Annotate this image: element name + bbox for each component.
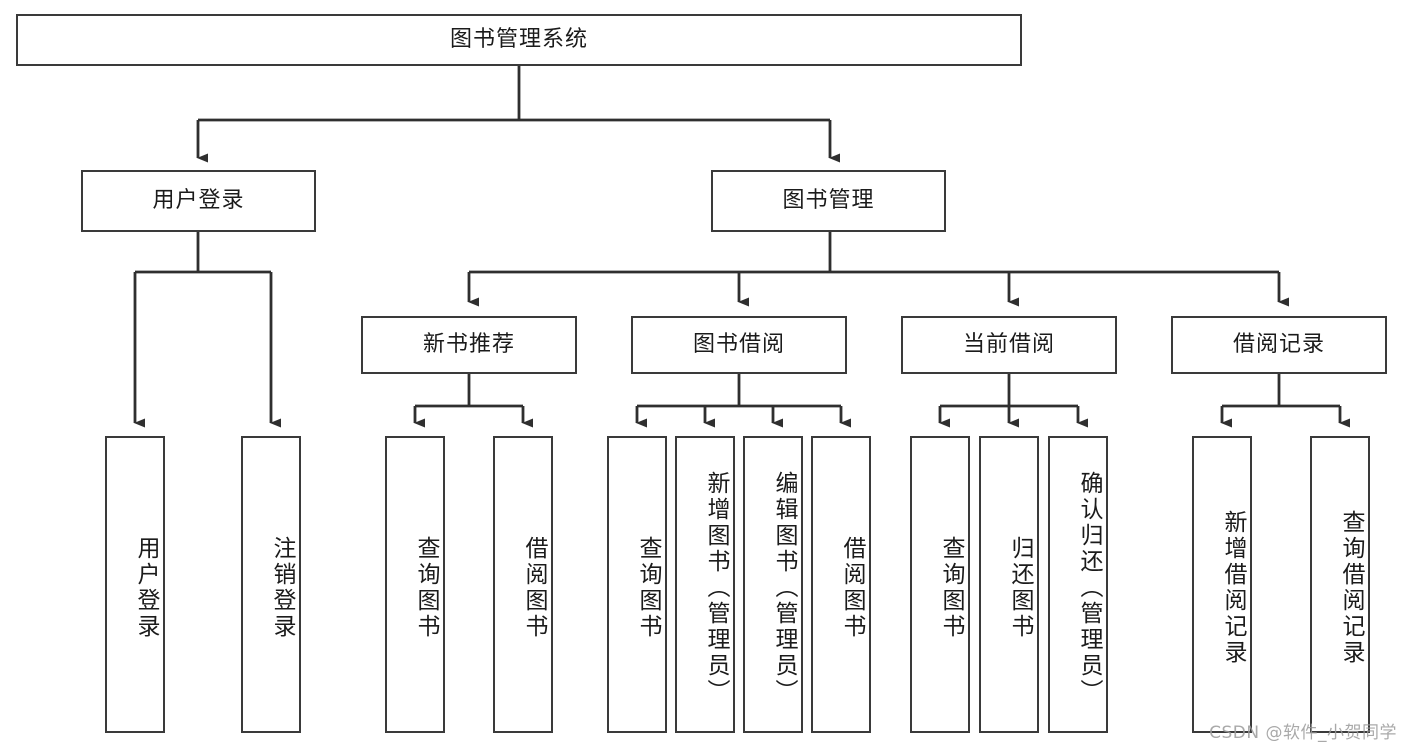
node-leaf-confirm-return[interactable]: 确认归还（管理员） — [1048, 436, 1108, 733]
node-leaf-query-book-3-label: 查询图书 — [938, 535, 964, 640]
node-leaf-query-book-1[interactable]: 查询图书 — [385, 436, 445, 733]
node-new-book-recommend-label: 新书推荐 — [422, 331, 515, 357]
node-leaf-edit-book-label: 编辑图书（管理员） — [771, 470, 797, 705]
node-leaf-query-record-label: 查询借阅记录 — [1338, 509, 1364, 666]
node-leaf-borrow-book-1-label: 借阅图书 — [521, 535, 547, 640]
node-book-manage[interactable]: 图书管理 — [711, 170, 946, 232]
node-leaf-return-book-label: 归还图书 — [1007, 535, 1033, 640]
node-leaf-query-book-2-label: 查询图书 — [635, 535, 661, 640]
node-leaf-confirm-return-label: 确认归还（管理员） — [1076, 470, 1102, 705]
node-new-book-recommend[interactable]: 新书推荐 — [361, 316, 577, 374]
node-leaf-query-book-2[interactable]: 查询图书 — [607, 436, 667, 733]
node-leaf-edit-book[interactable]: 编辑图书（管理员） — [743, 436, 803, 733]
node-book-borrow[interactable]: 图书借阅 — [631, 316, 847, 374]
node-user-login[interactable]: 用户登录 — [81, 170, 316, 232]
node-leaf-add-book[interactable]: 新增图书（管理员） — [675, 436, 735, 733]
node-leaf-add-record[interactable]: 新增借阅记录 — [1192, 436, 1252, 733]
node-leaf-query-record[interactable]: 查询借阅记录 — [1310, 436, 1370, 733]
node-current-borrow[interactable]: 当前借阅 — [901, 316, 1117, 374]
node-book-borrow-label: 图书借阅 — [692, 331, 785, 357]
node-current-borrow-label: 当前借阅 — [962, 331, 1055, 357]
node-leaf-return-book[interactable]: 归还图书 — [979, 436, 1039, 733]
node-borrow-record[interactable]: 借阅记录 — [1171, 316, 1387, 374]
node-leaf-user-login[interactable]: 用户登录 — [105, 436, 165, 733]
node-leaf-add-record-label: 新增借阅记录 — [1220, 509, 1246, 666]
node-root-system[interactable]: 图书管理系统 — [16, 14, 1022, 66]
node-leaf-borrow-book-2-label: 借阅图书 — [839, 535, 865, 640]
node-book-manage-label: 图书管理 — [782, 187, 875, 213]
node-leaf-query-book-3[interactable]: 查询图书 — [910, 436, 970, 733]
node-leaf-logout-login[interactable]: 注销登录 — [241, 436, 301, 733]
node-leaf-add-book-label: 新增图书（管理员） — [703, 470, 729, 705]
node-leaf-query-book-1-label: 查询图书 — [413, 535, 439, 640]
node-user-login-label: 用户登录 — [152, 187, 245, 213]
node-leaf-borrow-book-1[interactable]: 借阅图书 — [493, 436, 553, 733]
node-leaf-logout-login-label: 注销登录 — [269, 535, 295, 640]
node-leaf-user-login-label: 用户登录 — [133, 535, 159, 640]
csdn-watermark: CSDN @软件_小贺同学 — [1209, 723, 1397, 743]
node-borrow-record-label: 借阅记录 — [1232, 331, 1325, 357]
node-leaf-borrow-book-2[interactable]: 借阅图书 — [811, 436, 871, 733]
node-root-system-label: 图书管理系统 — [449, 26, 588, 52]
